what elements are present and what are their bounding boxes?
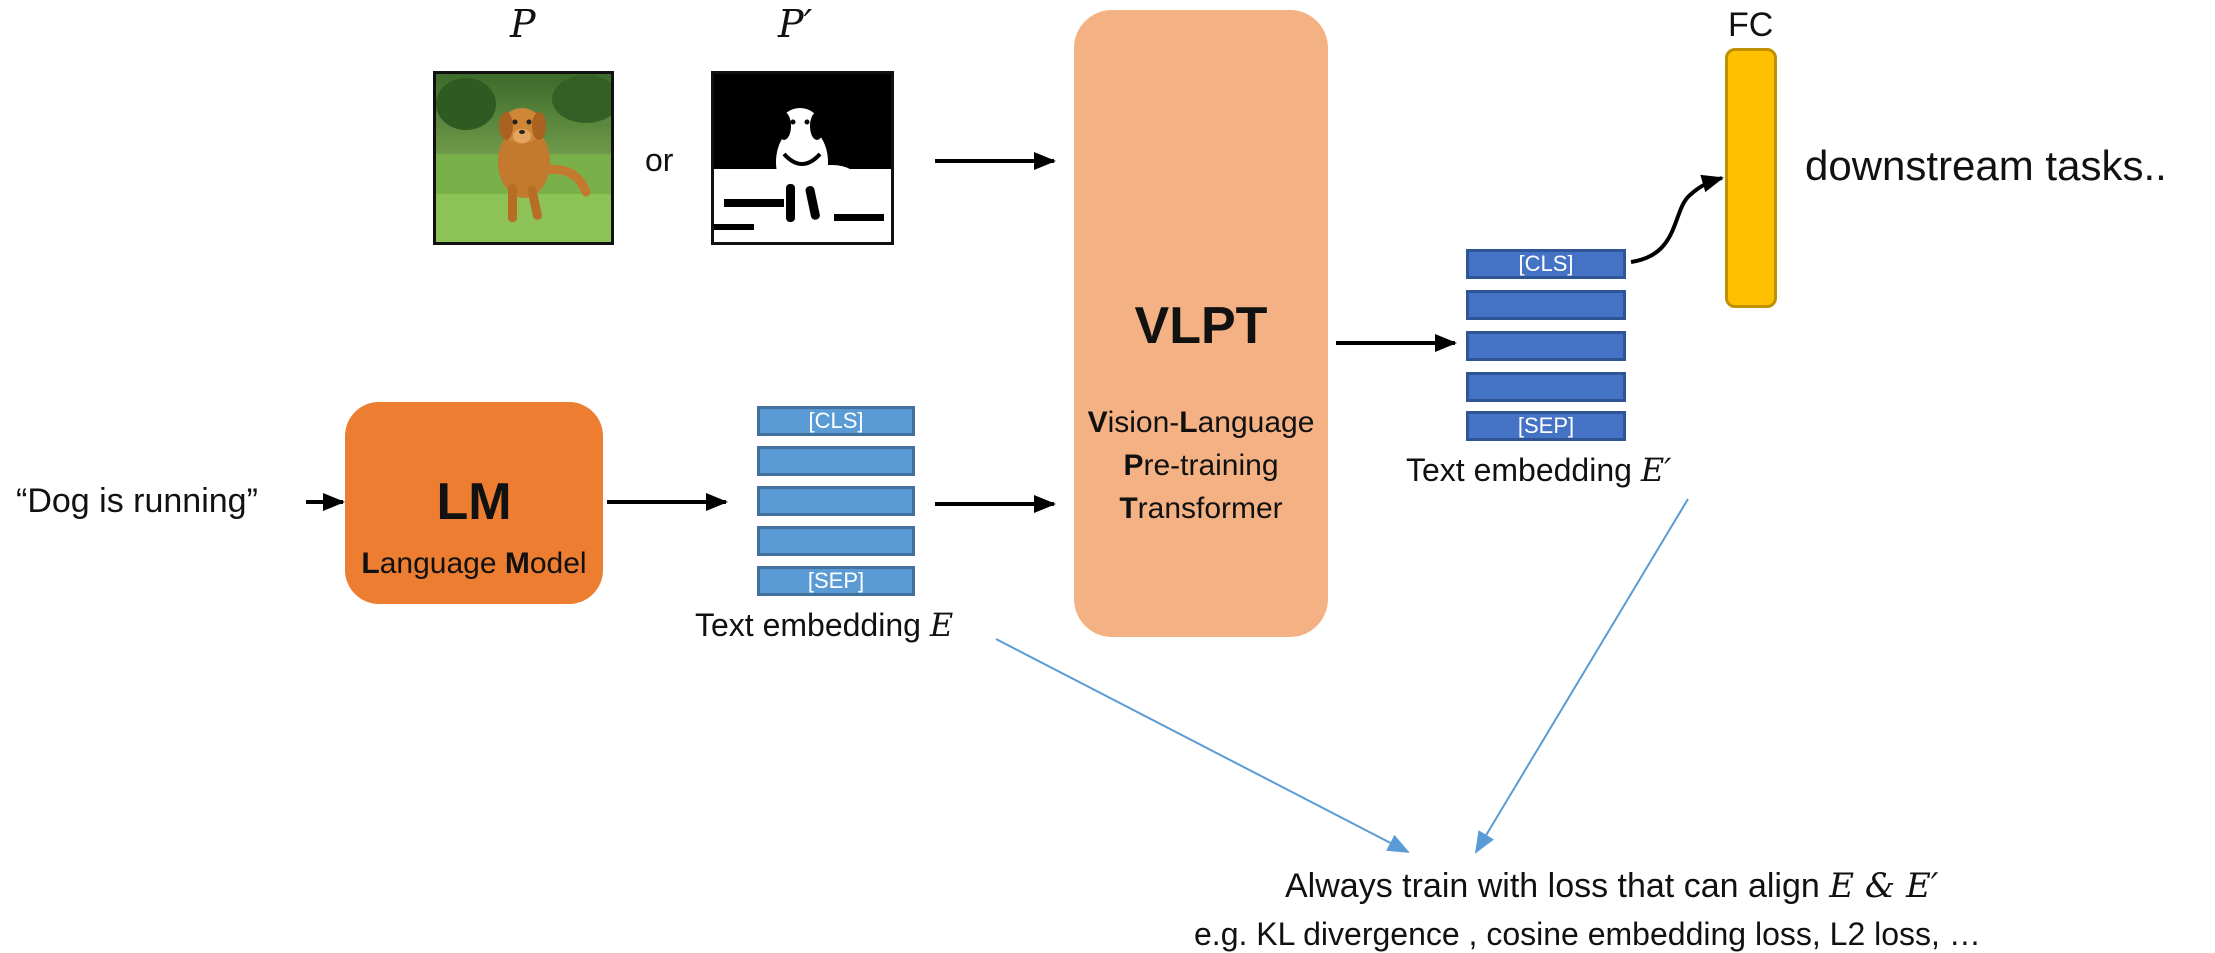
loss-statement-symbols: E & E′ <box>1829 866 1939 906</box>
input-sentence: “Dog is running” <box>16 482 258 520</box>
vlpt-line1-part1: ision- <box>1107 406 1180 439</box>
vlpt-initial-v: V <box>1087 406 1108 439</box>
dog-binarized-image <box>714 74 891 242</box>
lm-subtitle-initial-l: L <box>361 547 380 580</box>
vlpt-initial-t: T <box>1119 492 1138 525</box>
downstream-tasks-text: downstream tasks.. <box>1805 142 2167 189</box>
dog-photo-image <box>436 74 611 242</box>
text-embedding-symbol: E <box>929 606 954 644</box>
lm-title: LM <box>436 473 512 531</box>
embedding-token-cls: [CLS] <box>757 406 915 436</box>
vlpt-subtitle-line1: Vision-Language <box>1074 406 1328 440</box>
dog-photo <box>433 71 614 245</box>
fc-layer <box>1725 48 1777 308</box>
embedding-token <box>757 526 915 556</box>
embedding-prime-token <box>1466 372 1626 402</box>
text-embedding-caption: Text embedding E <box>695 606 953 644</box>
text-embedding-prime-symbol: E′ <box>1640 451 1672 489</box>
image-label-p-prime: P′ <box>778 2 813 46</box>
fc-label: FC <box>1728 6 1774 44</box>
embedding-prime-token-cls: [CLS] <box>1466 249 1626 279</box>
lm-subtitle: Language Model <box>345 547 603 581</box>
language-model-box: LM Language Model <box>345 402 603 604</box>
dog-binarized-photo <box>711 71 894 245</box>
loss-statement-text: Always train with loss that can align <box>1285 867 1830 905</box>
lm-subtitle-part1: anguage <box>379 547 505 580</box>
vlpt-line3-part: ransformer <box>1137 492 1283 525</box>
lm-subtitle-part2: odel <box>529 547 587 580</box>
loss-arrow-from-e <box>995 638 1410 853</box>
vlpt-line1-part2: anguage <box>1197 406 1315 439</box>
vlpt-box: VLPT Vision-Language Pre-training Transf… <box>1074 10 1328 637</box>
embedding-token <box>757 446 915 476</box>
loss-statement: Always train with loss that can align E … <box>1285 866 1939 906</box>
image-label-p: P <box>510 2 536 46</box>
embedding-prime-token-sep: [SEP] <box>1466 411 1626 441</box>
embedding-prime-token <box>1466 331 1626 361</box>
vlpt-title: VLPT <box>1134 297 1268 355</box>
embedding-token <box>757 486 915 516</box>
vlpt-subtitle-line3: Transformer <box>1074 492 1328 526</box>
vlpt-subtitle-line2: Pre-training <box>1074 449 1328 483</box>
vlpt-line2-part: re-training <box>1143 449 1279 482</box>
loss-examples: e.g. KL divergence , cosine embedding lo… <box>1194 916 1981 952</box>
text-embedding-prime-caption-text: Text embedding <box>1406 452 1641 488</box>
arrow-cls-to-fc <box>1630 174 1724 264</box>
lm-subtitle-initial-m: M <box>504 547 530 580</box>
embedding-token-sep: [SEP] <box>757 566 915 596</box>
loss-arrow-from-e-prime <box>1474 498 1689 854</box>
embedding-prime-token <box>1466 290 1626 320</box>
vlpt-initial-l: L <box>1179 406 1198 439</box>
vlpt-initial-p: P <box>1123 449 1144 482</box>
or-text: or <box>645 142 674 178</box>
text-embedding-prime-caption: Text embedding E′ <box>1406 451 1671 489</box>
text-embedding-caption-text: Text embedding <box>695 607 930 643</box>
